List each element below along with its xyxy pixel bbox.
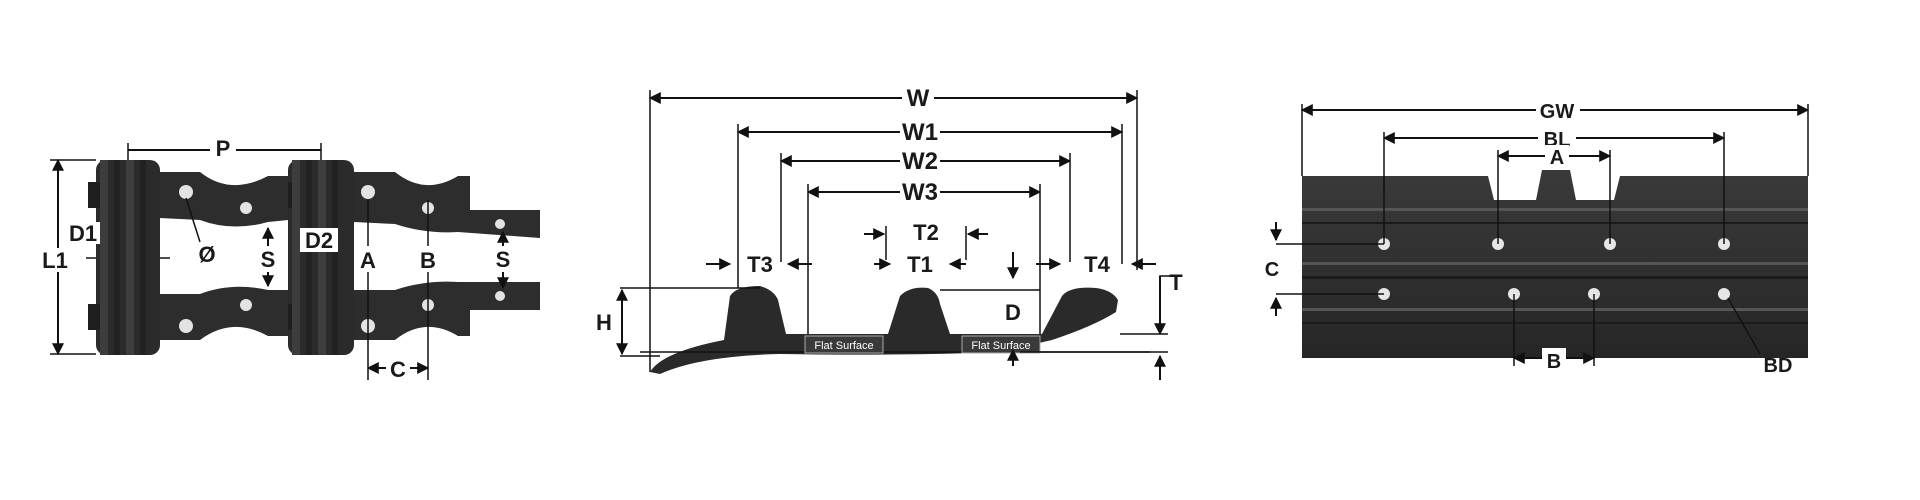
lower-link-2 xyxy=(354,281,540,340)
label-bg xyxy=(256,246,278,272)
bolt-hole xyxy=(1718,288,1730,300)
label-bg xyxy=(1536,98,1580,122)
pin-hole xyxy=(240,202,252,214)
label-l1: L1 xyxy=(42,248,68,273)
label-bd: BD xyxy=(1764,355,1793,377)
label-t2: T2 xyxy=(913,220,939,245)
label-t3: T3 xyxy=(747,252,773,277)
label-bg xyxy=(1545,145,1569,167)
label-bg xyxy=(66,222,100,244)
pin-hole xyxy=(361,185,375,199)
label-w: W xyxy=(907,85,930,112)
flat-surface-text-left: Flat Surface xyxy=(814,340,873,352)
plate-groove xyxy=(1302,308,1808,311)
plate-groove xyxy=(1302,222,1808,224)
label-bg xyxy=(1542,348,1566,370)
label-s-left: S xyxy=(261,247,276,272)
leader-phi xyxy=(185,197,201,243)
plate-groove xyxy=(1302,322,1808,324)
label-p: P xyxy=(216,136,231,161)
label-bg xyxy=(210,137,236,159)
pin-hole xyxy=(179,319,193,333)
pin-hole xyxy=(240,299,252,311)
shoe-plate-diagram: GW BL A C B BD xyxy=(1265,98,1810,377)
label-bg xyxy=(902,84,934,112)
label-w2: W2 xyxy=(902,148,938,175)
pin-hole xyxy=(179,185,193,199)
plate-groove xyxy=(1302,276,1808,279)
label-bg xyxy=(38,248,72,272)
label-w1: W1 xyxy=(902,119,938,146)
label-s-right: S xyxy=(496,247,511,272)
upper-link-1 xyxy=(160,172,288,227)
label-bg xyxy=(592,308,614,336)
label-t4: T4 xyxy=(1084,252,1110,277)
label-d1: D1 xyxy=(69,221,97,246)
label-bg xyxy=(491,246,515,272)
label-phi: Ø xyxy=(198,242,215,267)
flat-surface-tag-left xyxy=(804,335,884,354)
flat-surface-tag-right xyxy=(961,335,1041,354)
label-bg xyxy=(300,228,338,252)
label-c: C xyxy=(390,357,406,382)
label-c-plate: C xyxy=(1265,259,1279,281)
bushing-left xyxy=(88,160,160,355)
label-bg xyxy=(356,246,380,272)
shoe-profile-diagram: Flat Surface Flat Surface W W1 W2 W3 T2 xyxy=(592,84,1183,380)
label-bg xyxy=(900,147,940,175)
label-a: A xyxy=(360,248,376,273)
label-h: H xyxy=(596,310,612,335)
bushing-middle xyxy=(280,160,354,355)
pin-hole xyxy=(495,219,505,229)
label-bg xyxy=(386,356,410,380)
label-bg xyxy=(416,246,440,272)
plate-groove xyxy=(1302,208,1808,211)
lower-link-1 xyxy=(160,286,288,340)
leader-bd xyxy=(1727,297,1761,355)
label-t1: T1 xyxy=(907,252,933,277)
flat-surface-text-right: Flat Surface xyxy=(971,340,1030,352)
track-chain-diagram: P L1 D1 Ø S D2 A B S xyxy=(38,136,540,382)
label-b-plate: B xyxy=(1547,351,1561,373)
label-gw: GW xyxy=(1540,101,1575,123)
label-t: T xyxy=(1169,270,1183,295)
label-w3: W3 xyxy=(902,179,938,206)
label-d: D xyxy=(1005,300,1021,325)
plate-groove xyxy=(1302,262,1808,265)
label-d2: D2 xyxy=(305,228,333,253)
label-bg xyxy=(900,178,940,206)
label-a-plate: A xyxy=(1550,147,1564,169)
shoe-profile-body xyxy=(650,286,1118,374)
upper-link-2 xyxy=(354,172,540,238)
label-bg xyxy=(900,118,940,146)
label-b: B xyxy=(420,248,436,273)
pin-hole xyxy=(495,291,505,301)
